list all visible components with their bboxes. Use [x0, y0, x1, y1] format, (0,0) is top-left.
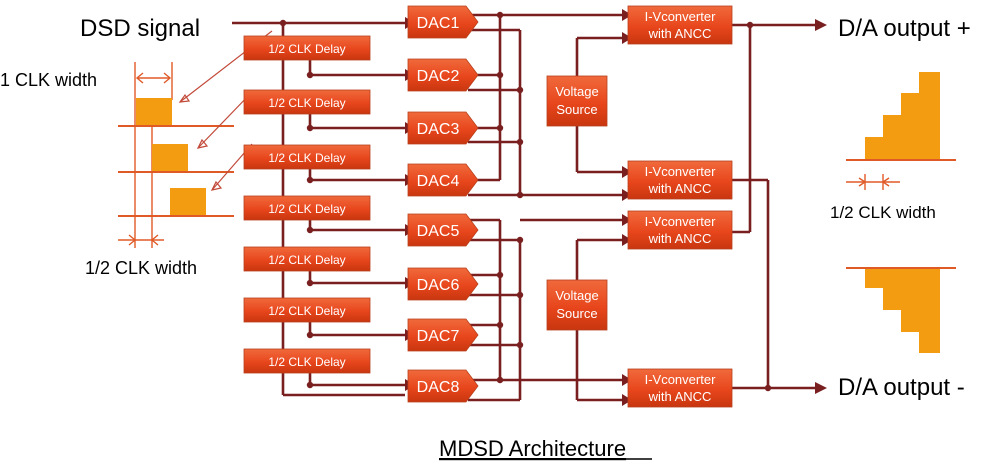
- iv-converter-3: I-Vconverter with ANCC: [627, 210, 733, 250]
- caption: MDSD Architecture: [439, 436, 626, 461]
- delay-block-5: 1/2 CLK Delay: [243, 246, 371, 272]
- one-clk-width-label: 1 CLK width: [0, 70, 97, 90]
- waveform-pulse-1: [136, 98, 172, 125]
- svg-text:I-Vconverter: I-Vconverter: [645, 164, 716, 179]
- delay-block-4: 1/2 CLK Delay: [243, 195, 371, 221]
- delay-block-7: 1/2 CLK Delay: [243, 348, 371, 374]
- svg-text:with ANCC: with ANCC: [648, 389, 712, 404]
- svg-text:1/2 CLK Delay: 1/2 CLK Delay: [268, 355, 345, 369]
- dac7-block: DAC7: [407, 318, 479, 352]
- waveform-pulse-3: [170, 188, 206, 215]
- svg-text:1/2 CLK Delay: 1/2 CLK Delay: [268, 96, 345, 110]
- svg-text:Source: Source: [556, 102, 597, 117]
- svg-text:DAC5: DAC5: [417, 223, 460, 240]
- voltage-source-upper: Voltage Source: [546, 75, 608, 127]
- svg-text:I-Vconverter: I-Vconverter: [645, 9, 716, 24]
- staircase-positive: [865, 72, 940, 160]
- dac4-block: DAC4: [407, 163, 479, 197]
- dac6-block: DAC6: [407, 267, 479, 301]
- svg-text:I-Vconverter: I-Vconverter: [645, 214, 716, 229]
- svg-text:DAC6: DAC6: [417, 277, 460, 294]
- svg-text:with ANCC: with ANCC: [648, 26, 712, 41]
- svg-text:DAC3: DAC3: [417, 121, 460, 138]
- iv-converter-2: I-Vconverter with ANCC: [627, 160, 733, 200]
- delay-blocks: 1/2 CLK Delay 1/2 CLK Delay 1/2 CLK Dela…: [243, 35, 371, 374]
- half-clk-width-label-left: 1/2 CLK width: [85, 258, 197, 278]
- svg-text:DAC1: DAC1: [417, 15, 460, 32]
- svg-text:1/2 CLK Delay: 1/2 CLK Delay: [268, 202, 345, 216]
- svg-text:DAC2: DAC2: [417, 68, 460, 85]
- half-clk-width-label-right: 1/2 CLK width: [830, 203, 936, 222]
- dac3-block: DAC3: [407, 111, 479, 145]
- svg-text:with ANCC: with ANCC: [648, 231, 712, 246]
- left-timing-diagram: [118, 62, 234, 248]
- iv-converter-1: I-Vconverter with ANCC: [627, 5, 733, 45]
- svg-text:1/2 CLK Delay: 1/2 CLK Delay: [268, 304, 345, 318]
- staircase-negative: [865, 268, 940, 353]
- svg-text:DAC8: DAC8: [417, 379, 460, 396]
- dac5-block: DAC5: [407, 213, 479, 247]
- svg-text:1/2 CLK Delay: 1/2 CLK Delay: [268, 253, 345, 267]
- svg-text:DAC7: DAC7: [417, 328, 460, 345]
- junction-dots: [279, 11, 772, 392]
- dac1-block: DAC1: [407, 5, 479, 39]
- delay-block-6: 1/2 CLK Delay: [243, 297, 371, 323]
- iv-converter-4: I-Vconverter with ANCC: [627, 368, 733, 408]
- right-timing-diagram: [846, 72, 956, 353]
- delay-block-2: 1/2 CLK Delay: [243, 89, 371, 115]
- svg-text:with ANCC: with ANCC: [648, 181, 712, 196]
- output-plus-label: D/A output +: [838, 15, 971, 42]
- dac8-block: DAC8: [407, 369, 479, 403]
- svg-text:1/2 CLK Delay: 1/2 CLK Delay: [268, 42, 345, 56]
- dsd-signal-label: DSD signal: [80, 15, 200, 42]
- svg-text:Source: Source: [556, 306, 597, 321]
- delay-block-3: 1/2 CLK Delay: [243, 144, 371, 170]
- svg-text:I-Vconverter: I-Vconverter: [645, 372, 716, 387]
- svg-text:1/2 CLK Delay: 1/2 CLK Delay: [268, 151, 345, 165]
- waveform-pulse-2: [152, 144, 188, 171]
- dac2-block: DAC2: [407, 58, 479, 92]
- dac-blocks: DAC1 DAC2 DAC3 DAC4 DAC5 DAC6 DAC7 DAC8: [407, 5, 479, 403]
- voltage-source-lower: Voltage Source: [546, 279, 608, 331]
- svg-text:Voltage: Voltage: [555, 288, 598, 303]
- output-minus-label: D/A output -: [838, 374, 965, 401]
- svg-text:Voltage: Voltage: [555, 84, 598, 99]
- delay-block-1: 1/2 CLK Delay: [243, 35, 371, 61]
- svg-text:DAC4: DAC4: [417, 173, 460, 190]
